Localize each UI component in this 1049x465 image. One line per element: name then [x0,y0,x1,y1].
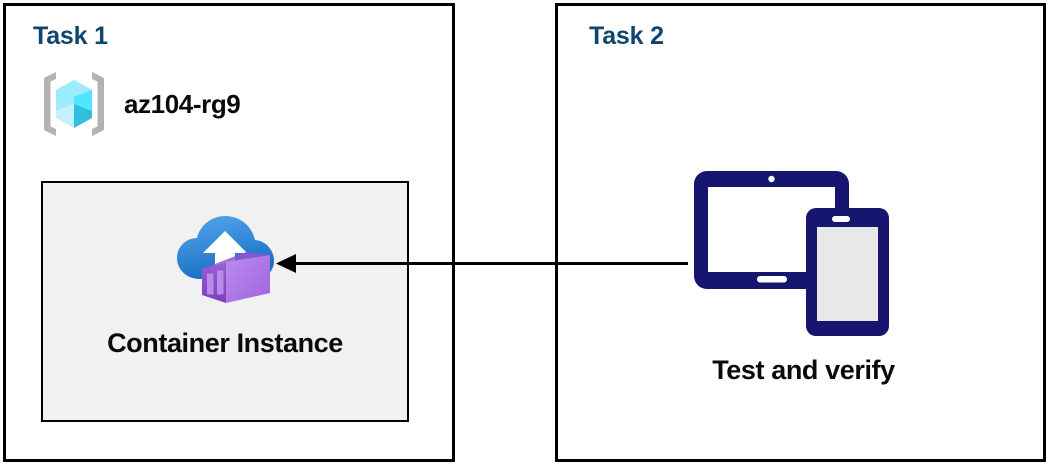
panel-task-2: Task 2 Test and verify [555,3,1046,462]
devices-tablet-phone-icon [689,163,894,343]
azure-resource-group-icon [36,66,112,142]
step-label-test-and-verify: Test and verify [712,355,895,385]
resource-group-label: az104-rg9 [124,88,241,119]
resource-group-row: az104-rg9 [36,66,241,142]
resource-box-container-instance: Container Instance [41,181,409,422]
panel-task-1: Task 1 a [3,3,455,462]
panel-title-task-2: Task 2 [589,22,664,50]
resource-label-container-instance: Container Instance [107,328,343,358]
panel-title-task-1: Task 1 [33,22,108,50]
